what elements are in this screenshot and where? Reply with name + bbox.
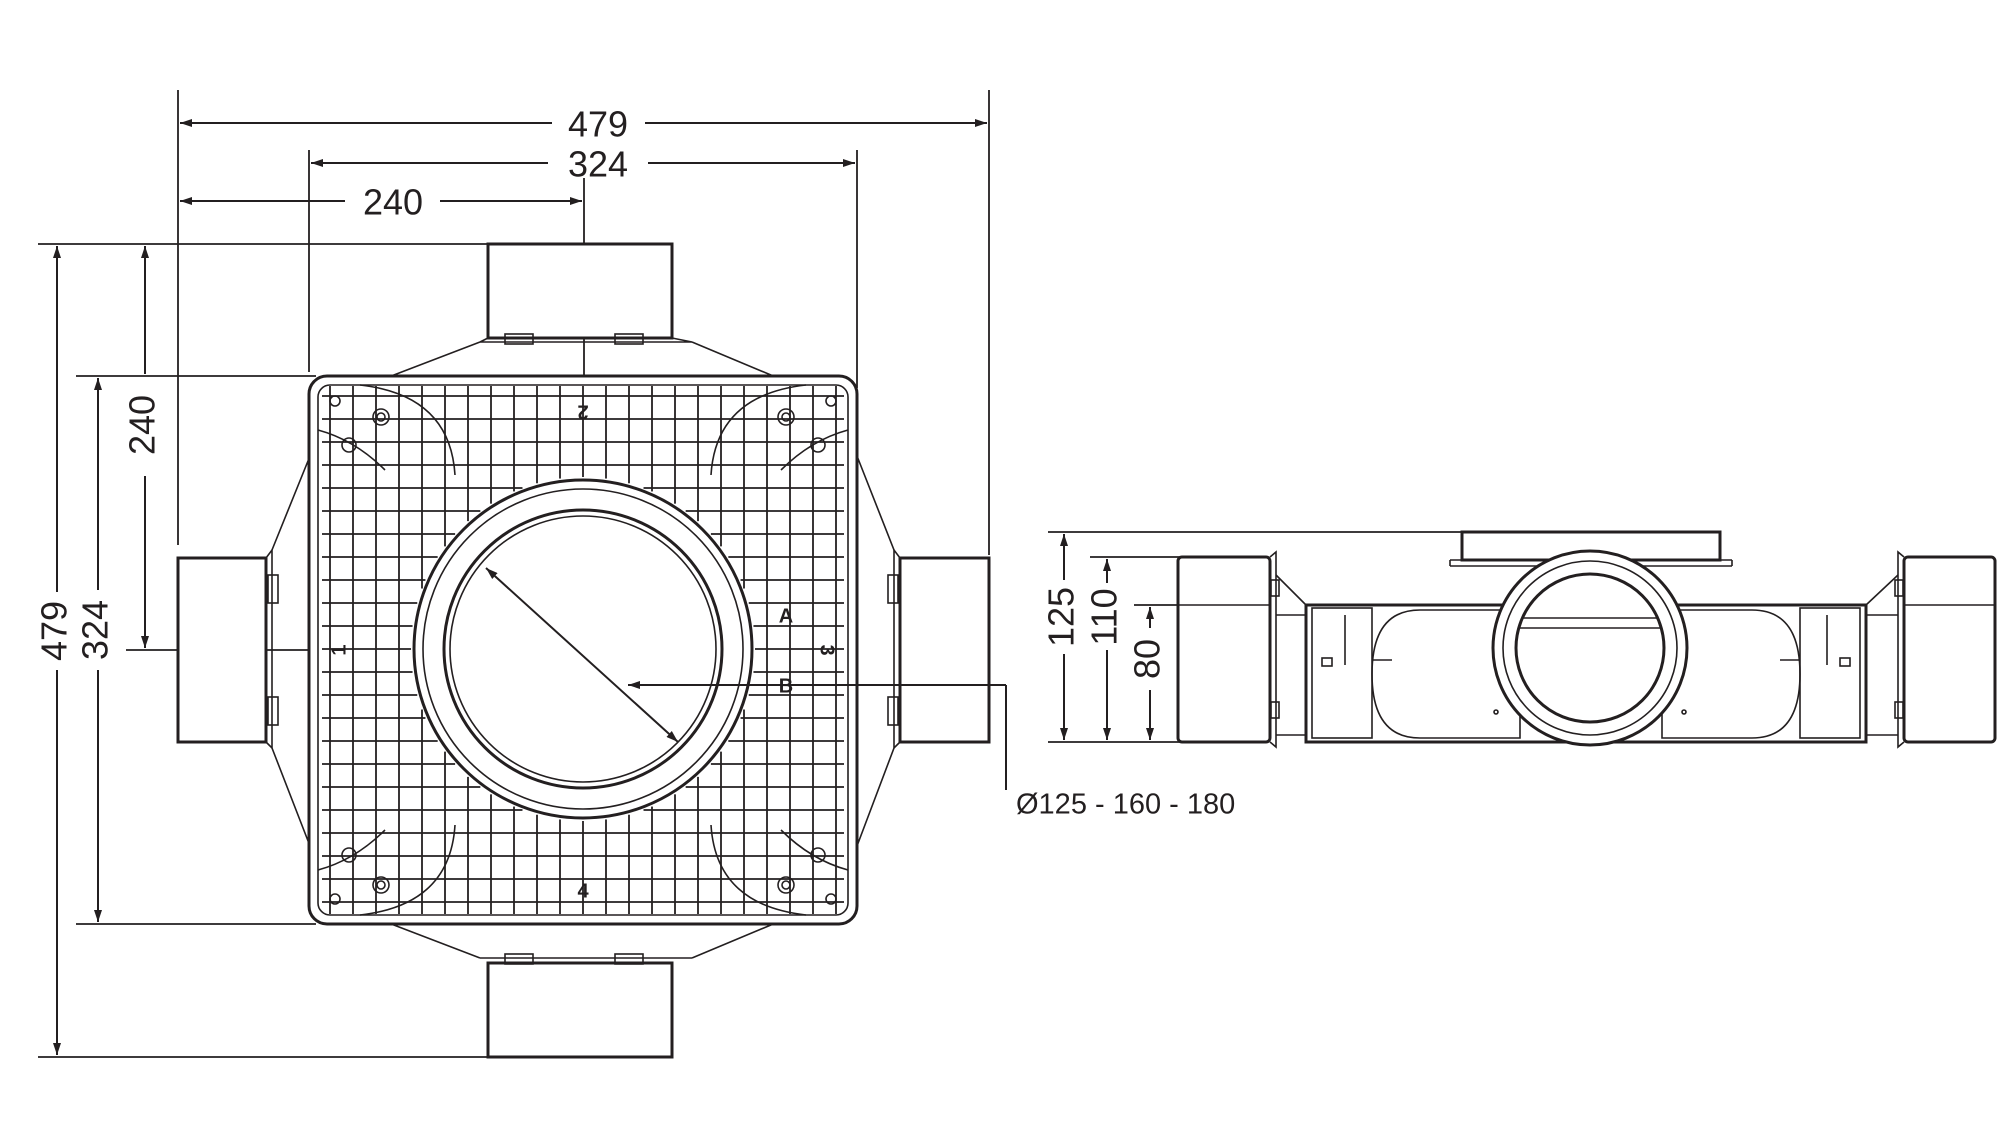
- spigot-right: [856, 455, 991, 847]
- dim-overall-height: 479: [34, 601, 75, 661]
- port-labels: 2 4 1 3 A B: [328, 401, 837, 903]
- dim-body-height-side: 80: [1127, 639, 1168, 679]
- side-spigot-left: [1176, 550, 1307, 749]
- spigot-left: [176, 455, 311, 847]
- side-body: [1276, 549, 1898, 747]
- marker-b: B: [779, 675, 793, 697]
- vertical-dimensions: 479 324 240: [34, 246, 163, 1055]
- dim-body-width: 324: [568, 144, 628, 185]
- top-view: 479 324 240 479 324 240: [34, 90, 1235, 1059]
- dim-overall-width: 479: [568, 104, 628, 145]
- rib-grid: [322, 386, 844, 914]
- dim-total-height: 125: [1041, 587, 1082, 647]
- dim-spigot-height: 110: [1084, 588, 1125, 645]
- outlet-diameter: Ø125 - 160 - 180: [1016, 789, 1235, 821]
- dim-center-offset-y: 240: [122, 395, 163, 455]
- diameter-leader: Ø125 - 160 - 180: [485, 567, 1235, 821]
- port-label-1: 1: [328, 644, 350, 655]
- side-dimensions: 125 110 80: [1041, 534, 1168, 740]
- spigot-top: [385, 242, 779, 379]
- port-label-2: 2: [577, 401, 588, 423]
- side-lid: [1449, 530, 1733, 567]
- port-label-4: 4: [577, 880, 589, 902]
- dim-body-height: 324: [75, 600, 116, 660]
- side-extension-lines: [1048, 531, 1462, 743]
- marker-a: A: [779, 605, 793, 627]
- side-spigot-right: [1865, 550, 1997, 749]
- plenum-body: [307, 374, 859, 926]
- side-view: 125 110 80: [1041, 530, 1997, 749]
- spigot-bottom: [385, 921, 779, 1059]
- dim-center-offset-x: 240: [363, 182, 423, 223]
- port-label-3: 3: [816, 644, 838, 655]
- horizontal-dimensions: 479 324 240: [180, 104, 987, 223]
